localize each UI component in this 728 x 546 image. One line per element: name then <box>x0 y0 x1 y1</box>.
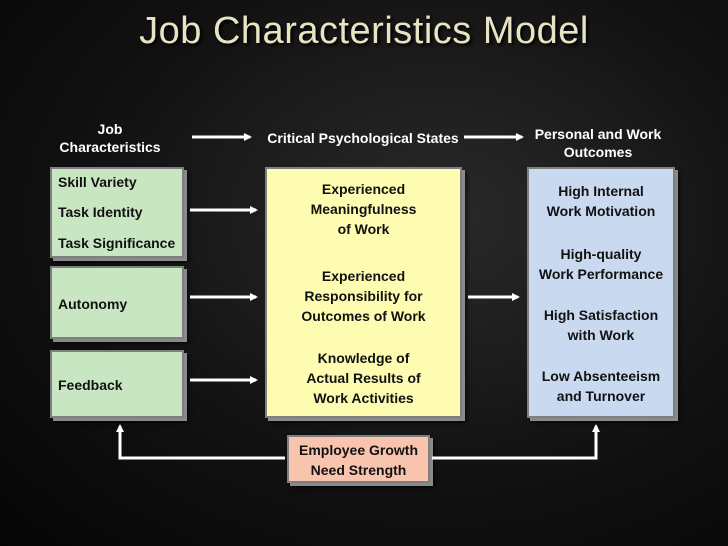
state-knowledge-line1: Knowledge of <box>317 350 410 366</box>
box-feedback: Feedback <box>50 350 184 418</box>
item-feedback: Feedback <box>58 377 123 393</box>
header-job-characteristics: Job Characteristics <box>50 120 170 156</box>
box-autonomy: Autonomy <box>50 266 184 339</box>
state-responsibility-line2: Responsibility for <box>304 288 423 304</box>
header-outcomes: Personal and Work Outcomes <box>528 125 668 161</box>
state-responsibility-line3: Outcomes of Work <box>301 308 426 324</box>
state-meaningfulness-line1: Experienced <box>321 181 406 197</box>
outcome-absenteeism: Low Absenteeism and Turnover <box>529 366 673 406</box>
state-meaningfulness: Experienced Meaningfulness of Work <box>267 179 460 239</box>
outcome-motivation-line2: Work Motivation <box>546 203 656 219</box>
outcome-satisfaction: High Satisfaction with Work <box>529 305 673 345</box>
box-critical-states: Experienced Meaningfulness of Work Exper… <box>265 167 462 418</box>
item-task-identity: Task Identity <box>58 204 143 220</box>
box-skill-task: Skill Variety Task Identity Task Signifi… <box>50 167 184 258</box>
outcome-performance: High-quality Work Performance <box>529 244 673 284</box>
header-job-line2: Characteristics <box>59 139 161 155</box>
state-meaningfulness-line2: Meaningfulness <box>310 201 417 217</box>
state-knowledge: Knowledge of Actual Results of Work Acti… <box>267 348 460 408</box>
growth-need-line1: Employee Growth <box>298 442 419 458</box>
box-outcomes: High Internal Work Motivation High-quali… <box>527 167 675 418</box>
state-knowledge-line2: Actual Results of <box>306 370 421 386</box>
state-meaningfulness-line3: of Work <box>337 221 390 237</box>
item-task-significance: Task Significance <box>58 235 176 251</box>
outcome-motivation-line1: High Internal <box>558 183 644 199</box>
outcome-satisfaction-line2: with Work <box>567 327 635 343</box>
header-job-line1: Job <box>97 121 123 137</box>
header-critical-states: Critical Psychological States <box>267 130 459 146</box>
state-responsibility-line1: Experienced <box>321 268 406 284</box>
outcome-absenteeism-line1: Low Absenteeism <box>541 368 661 384</box>
header-outcomes-line1: Personal and Work <box>534 126 662 142</box>
page-title: Job Characteristics Model <box>139 10 589 52</box>
growth-need-text: Employee Growth Need Strength <box>289 440 428 480</box>
arrow-feedback-loop-left <box>116 424 285 460</box>
arrow-feedback-loop-right <box>432 424 600 460</box>
state-knowledge-line3: Work Activities <box>313 390 414 406</box>
header-outcomes-line2: Outcomes <box>563 144 633 160</box>
outcome-satisfaction-line1: High Satisfaction <box>543 307 659 323</box>
growth-need-line2: Need Strength <box>310 462 407 478</box>
box-growth-need: Employee Growth Need Strength <box>287 435 430 483</box>
outcome-performance-line2: Work Performance <box>538 266 664 282</box>
item-autonomy: Autonomy <box>58 296 128 312</box>
state-responsibility: Experienced Responsibility for Outcomes … <box>267 266 460 326</box>
outcome-motivation: High Internal Work Motivation <box>529 181 673 221</box>
outcome-performance-line1: High-quality <box>560 246 642 262</box>
outcome-absenteeism-line2: and Turnover <box>556 388 646 404</box>
item-skill-variety: Skill Variety <box>58 174 137 190</box>
